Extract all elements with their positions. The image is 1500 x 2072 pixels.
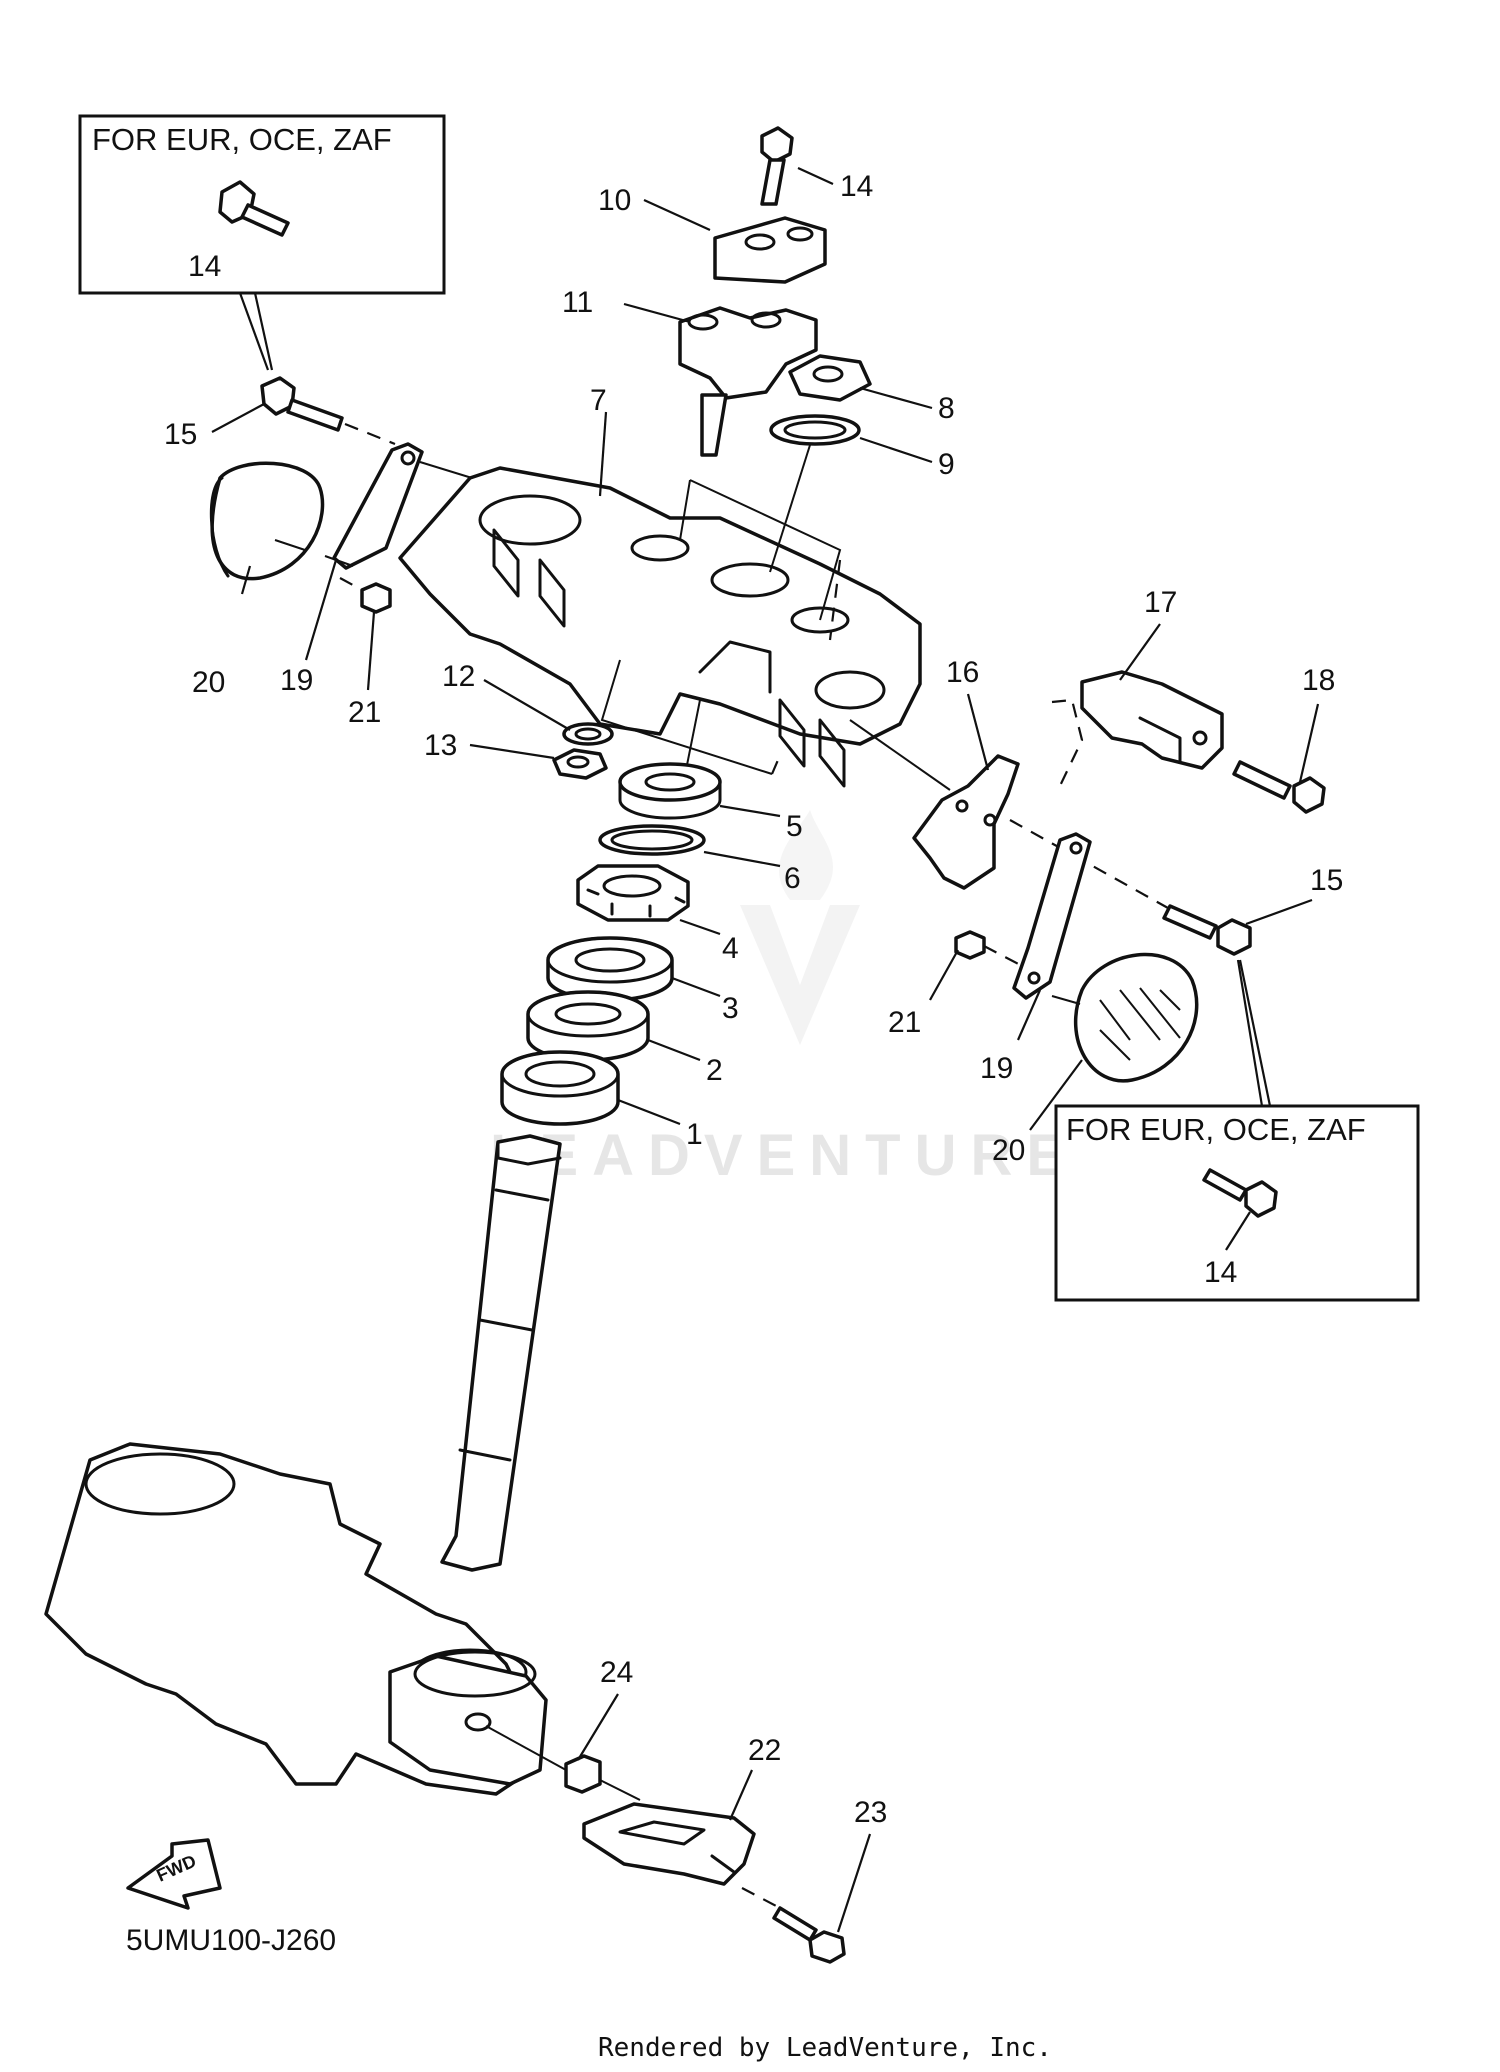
- bolt-23-icon: [741, 1887, 846, 1964]
- hose-guide-22-icon: [582, 1802, 756, 1886]
- label-15-left: 15: [164, 418, 197, 451]
- bearing-cover-5-icon: [618, 762, 722, 820]
- label-11: 11: [562, 286, 593, 319]
- label-8: 8: [938, 392, 955, 425]
- forward-arrow-icon: FWD: [126, 1838, 222, 1910]
- label-3: 3: [722, 992, 739, 1025]
- diagram-code: 5UMU100-J260: [126, 1924, 336, 1957]
- lower-handlebar-holder-icon: [678, 306, 818, 457]
- label-13: 13: [424, 729, 457, 762]
- note-box-right: [1054, 1104, 1420, 1302]
- leader-lines: [211, 166, 1320, 1933]
- bolt-18-icon: [1232, 760, 1326, 814]
- bolt-14-alt-icon: [218, 180, 290, 237]
- upper-bracket-icon: [398, 466, 922, 788]
- bolt-14-alt-right-icon: [1202, 1168, 1278, 1218]
- label-19-left: 19: [280, 664, 313, 697]
- upper-handlebar-holder-icon: [713, 216, 827, 284]
- headlight-bracket-17-icon: [1080, 670, 1224, 770]
- note-box-right-title: FOR EUR, OCE, ZAF: [1066, 1112, 1366, 1147]
- label-14: 14: [840, 170, 873, 203]
- label-16: 16: [946, 656, 979, 689]
- label-14-box-right: 14: [1204, 1256, 1237, 1289]
- bolt-15-left-icon: [260, 376, 396, 446]
- label-23: 23: [854, 1796, 887, 1829]
- region-note-box-top-left: FOR EUR, OCE, ZAF 14: [78, 114, 446, 371]
- nut-21-right-icon: [954, 930, 986, 960]
- washer-12-icon: [562, 722, 614, 746]
- watermark-logo-icon: [740, 810, 860, 1045]
- label-21-left: 21: [348, 696, 381, 729]
- label-24: 24: [600, 1656, 633, 1689]
- label-18: 18: [1302, 664, 1335, 697]
- reflector-20-left-icon: [209, 461, 354, 581]
- label-20-left: 20: [192, 666, 225, 699]
- collar-24-icon: [564, 1754, 602, 1794]
- label-21-right: 21: [888, 1006, 921, 1039]
- label-22: 22: [748, 1734, 781, 1767]
- region-note-box-right: FOR EUR, OCE, ZAF 14: [1054, 959, 1420, 1302]
- bearing-3-icon: [546, 936, 674, 1002]
- note-box-title: FOR EUR, OCE, ZAF: [92, 122, 392, 157]
- nut-13-icon: [552, 748, 608, 780]
- watermark: LEADVENTURE: [490, 810, 1079, 1188]
- label-6: 6: [784, 862, 801, 895]
- label-20-right: 20: [992, 1134, 1025, 1167]
- part-labels: 14 10 11 7 8 9 15 20 19 21 12 13 5 6 4 3…: [164, 170, 1343, 1829]
- watermark-text: LEADVENTURE: [490, 1123, 1079, 1188]
- ring-nut-4-icon: [576, 864, 690, 922]
- bolt-15-right-icon: [1162, 904, 1252, 956]
- nut-21-left-icon: [360, 582, 392, 614]
- footer-credit: Rendered by LeadVenture, Inc.: [598, 2033, 1052, 2063]
- label-14-box-left: 14: [188, 250, 221, 283]
- note-box: [78, 114, 446, 295]
- label-2: 2: [706, 1054, 723, 1087]
- reflector-stay-19-right-icon: [1012, 832, 1092, 1000]
- under-bracket-steering-stem-icon: [44, 1134, 562, 1796]
- washer-6-icon: [598, 824, 706, 856]
- label-1: 1: [686, 1118, 703, 1151]
- washer-9-icon: [769, 414, 861, 446]
- bolt-14-icon: [760, 126, 794, 206]
- reflector-stay-19-left-icon: [332, 442, 424, 570]
- reflector-20-right-icon: [1051, 952, 1199, 1083]
- label-15-right: 15: [1310, 864, 1343, 897]
- nut-8-icon: [788, 354, 872, 402]
- label-12: 12: [442, 660, 475, 693]
- headlight-stay-16-icon: [912, 754, 1020, 890]
- label-9: 9: [938, 448, 955, 481]
- label-19-right: 19: [980, 1052, 1013, 1085]
- label-5: 5: [786, 810, 803, 843]
- label-7: 7: [590, 384, 607, 417]
- bearing-2-icon: [526, 990, 650, 1062]
- label-10: 10: [598, 184, 631, 217]
- label-17: 17: [1144, 586, 1177, 619]
- label-4: 4: [722, 932, 739, 965]
- dust-seal-1-icon: [500, 1050, 620, 1126]
